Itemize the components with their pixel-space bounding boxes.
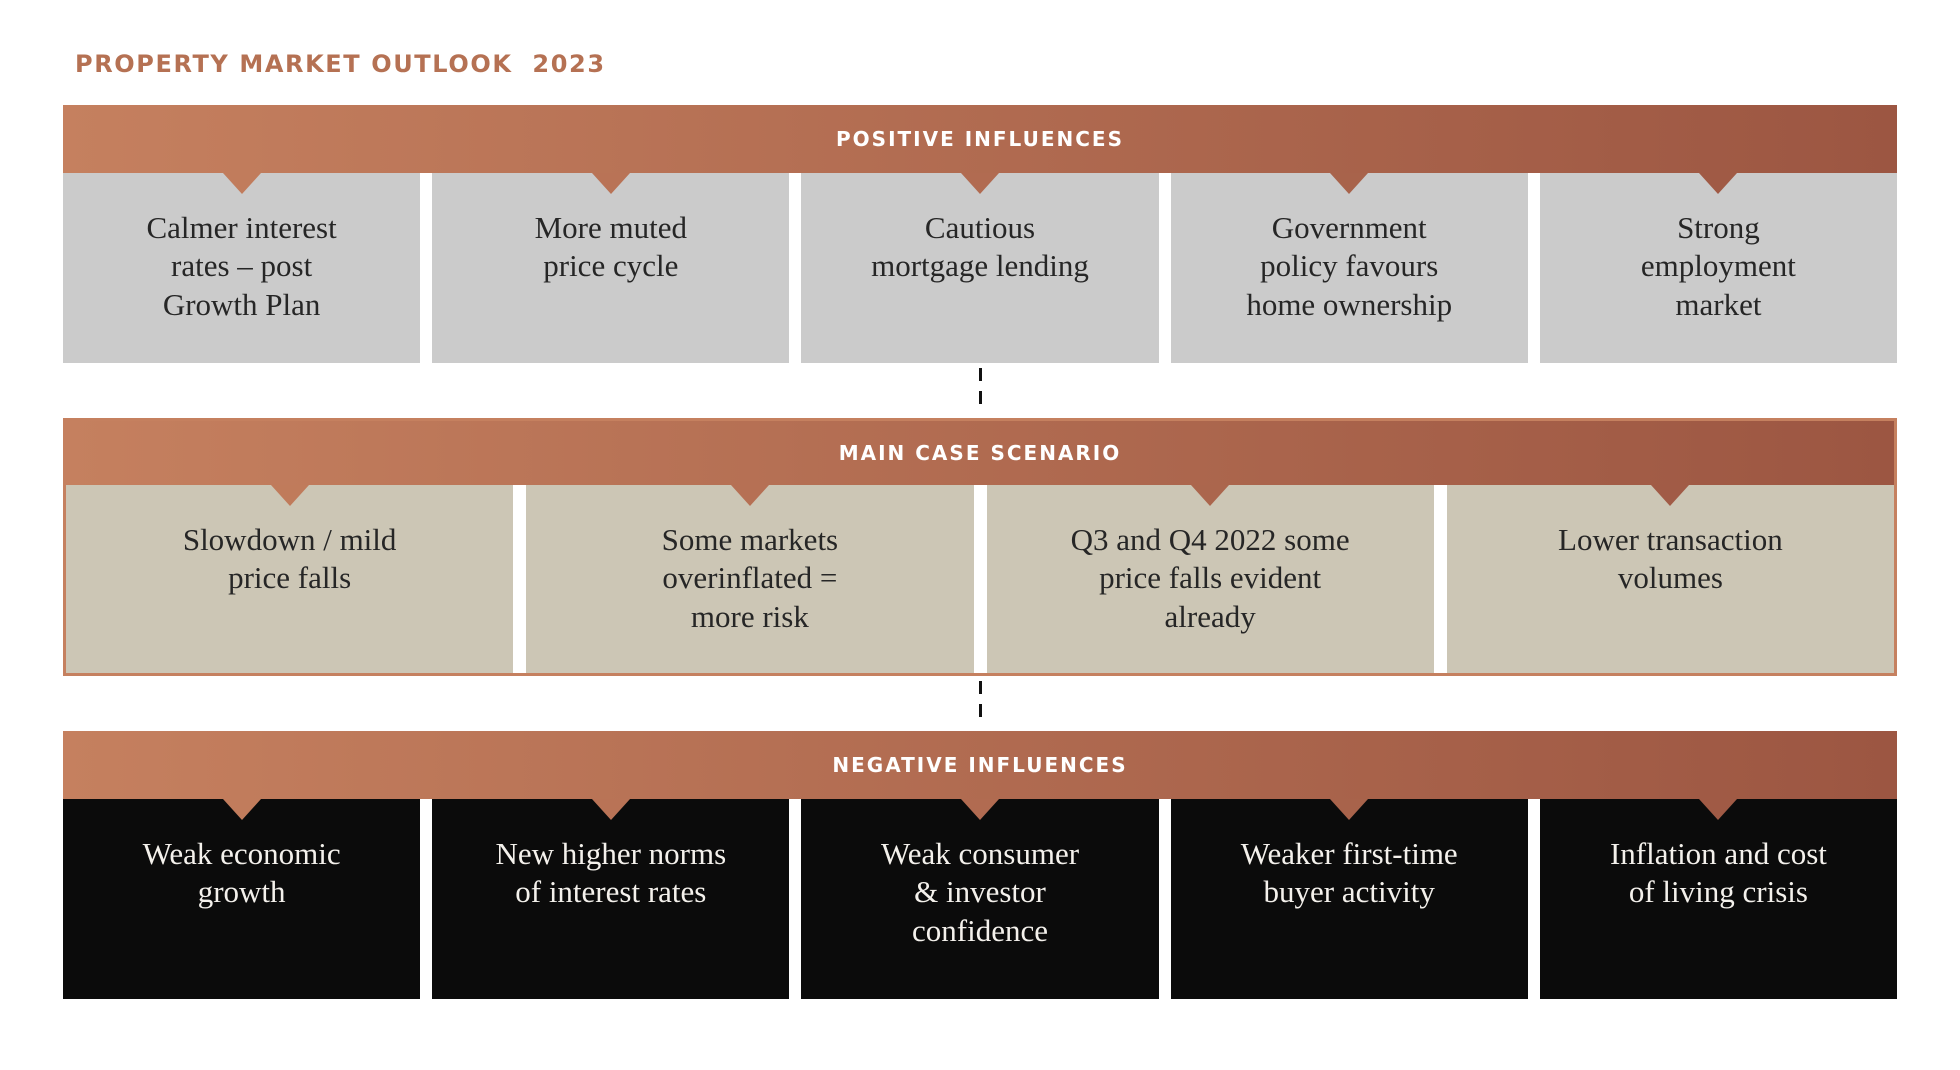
scenario-box-4-label: Lower transaction volumes: [1558, 522, 1783, 596]
negative-influences-header-label: NEGATIVE INFLUENCES: [832, 753, 1128, 777]
down-arrow-icon: [591, 799, 630, 820]
positive-box-5-label: Strong employment market: [1640, 210, 1796, 322]
scenario-box-2-label: Some markets overinflated = more risk: [661, 522, 839, 634]
negative-box-4: Weaker first-time buyer activity: [1170, 799, 1528, 999]
down-arrow-icon: [1330, 173, 1369, 194]
positive-influences-row: Calmer interest rates – post Growth Plan…: [63, 173, 1898, 363]
down-arrow-icon: [1651, 485, 1690, 506]
scenario-box-1-label: Slowdown / mild price falls: [182, 522, 397, 596]
negative-box-5: Inflation and cost of living crisis: [1539, 799, 1898, 999]
negative-box-2-label: New higher norms of interest rates: [495, 836, 727, 910]
negative-box-1-label: Weak economic growth: [142, 836, 341, 910]
positive-box-2: More muted price cycle: [432, 173, 790, 363]
scenario-box-3: Q3 and Q4 2022 some price falls evident …: [986, 485, 1434, 673]
down-arrow-icon: [1699, 799, 1738, 820]
page-title: PROPERTY MARKET OUTLOOK 2023: [75, 50, 606, 78]
negative-box-2: New higher norms of interest rates: [432, 799, 790, 999]
dashed-connector-bottom: [63, 676, 1897, 731]
down-arrow-icon: [591, 173, 630, 194]
negative-influences-row: Weak economic growth New higher norms of…: [63, 799, 1898, 999]
positive-box-4: Government policy favours home ownership: [1170, 173, 1528, 363]
positive-box-1-label: Calmer interest rates – post Growth Plan: [146, 210, 337, 322]
negative-box-4-label: Weaker first-time buyer activity: [1240, 836, 1458, 910]
negative-box-5-label: Inflation and cost of living crisis: [1609, 836, 1827, 910]
main-case-scenario-header-label: MAIN CASE SCENARIO: [838, 441, 1122, 465]
positive-influences-header: POSITIVE INFLUENCES: [63, 105, 1897, 173]
down-arrow-icon: [222, 799, 261, 820]
scenario-box-3-label: Q3 and Q4 2022 some price falls evident …: [1070, 522, 1350, 634]
positive-box-4-label: Government policy favours home ownership: [1246, 210, 1453, 322]
main-case-scenario-row: Slowdown / mild price falls Some markets…: [66, 485, 1894, 673]
down-arrow-icon: [1191, 485, 1230, 506]
negative-box-3-label: Weak consumer & investor confidence: [880, 836, 1080, 948]
dashed-line-icon: [978, 680, 982, 727]
down-arrow-icon: [1330, 799, 1369, 820]
down-arrow-icon: [961, 173, 999, 194]
negative-influences-header: NEGATIVE INFLUENCES: [63, 731, 1897, 799]
down-arrow-icon: [730, 485, 769, 506]
negative-box-1: Weak economic growth: [63, 799, 421, 999]
dashed-line-icon: [978, 367, 982, 414]
negative-influences-section: NEGATIVE INFLUENCES Weak economic growth…: [63, 731, 1898, 999]
main-case-scenario-section: MAIN CASE SCENARIO Slowdown / mild price…: [63, 418, 1897, 676]
scenario-box-4: Lower transaction volumes: [1446, 485, 1894, 673]
positive-box-1: Calmer interest rates – post Growth Plan: [63, 173, 421, 363]
down-arrow-icon: [270, 485, 309, 506]
positive-box-3: Cautious mortgage lending: [801, 173, 1159, 363]
positive-box-3-label: Cautious mortgage lending: [871, 210, 1089, 284]
positive-box-5: Strong employment market: [1539, 173, 1898, 363]
down-arrow-icon: [222, 173, 261, 194]
down-arrow-icon: [1699, 173, 1738, 194]
negative-box-3: Weak consumer & investor confidence: [801, 799, 1159, 999]
main-case-scenario-header: MAIN CASE SCENARIO: [66, 421, 1894, 485]
positive-influences-section: POSITIVE INFLUENCES Calmer interest rate…: [63, 105, 1898, 363]
down-arrow-icon: [961, 799, 999, 820]
positive-influences-header-label: POSITIVE INFLUENCES: [836, 127, 1124, 151]
diagram-content: PROPERTY MARKET OUTLOOK 2023 POSITIVE IN…: [63, 0, 1898, 999]
scenario-box-2: Some markets overinflated = more risk: [526, 485, 974, 673]
positive-box-2-label: More muted price cycle: [534, 210, 687, 284]
scenario-box-1: Slowdown / mild price falls: [66, 485, 514, 673]
dashed-connector-top: [63, 363, 1897, 418]
